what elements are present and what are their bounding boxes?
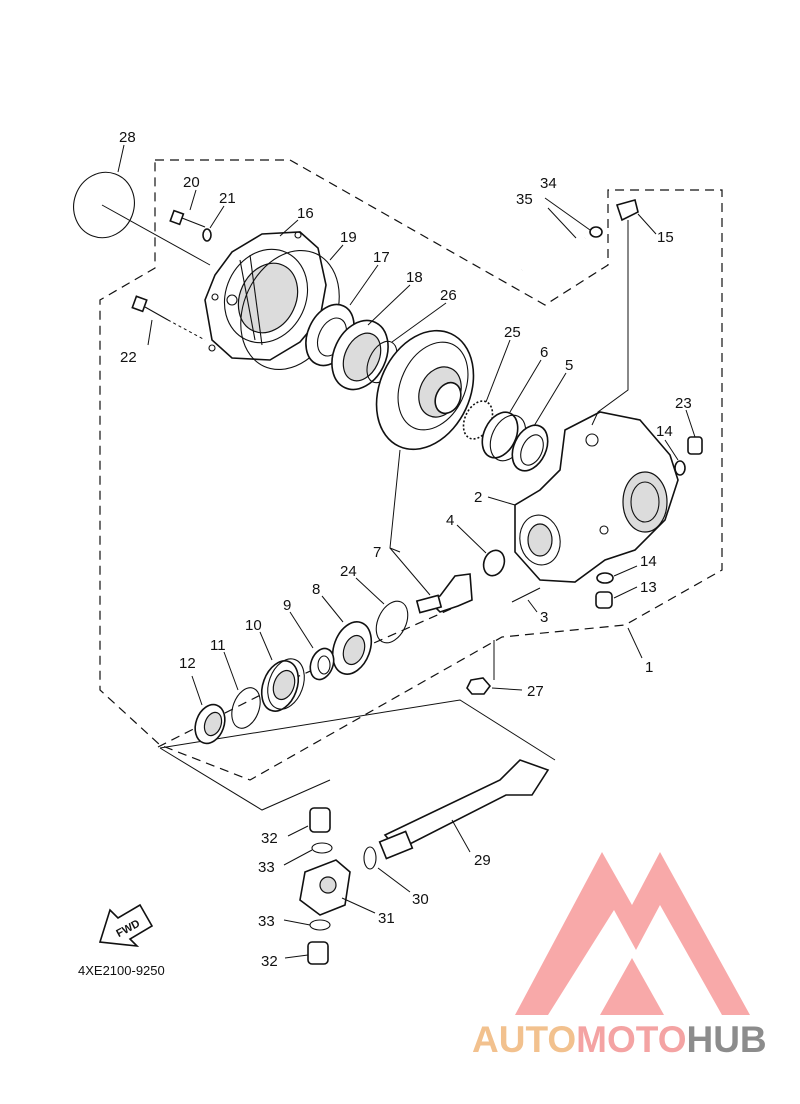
washer-21 xyxy=(202,228,212,242)
diagram-code: 4XE2100-9250 xyxy=(78,963,165,978)
callout-22: 22 xyxy=(120,349,137,366)
callout-2: 2 xyxy=(474,489,482,506)
circlip-33-bottom xyxy=(309,919,331,931)
callout-31: 31 xyxy=(378,910,395,927)
callout-30: 30 xyxy=(412,891,429,908)
callout-9: 9 xyxy=(283,597,291,614)
universal-joint-31 xyxy=(299,859,351,916)
callout-19: 19 xyxy=(340,229,357,246)
callout-20: 20 xyxy=(183,174,200,191)
watermark-word-auto: AUTO xyxy=(472,1019,576,1060)
callout-32-top: 32 xyxy=(261,830,278,847)
bearing-cup-32-top xyxy=(309,807,331,833)
watermark-text: AUTOMOTOHUB xyxy=(472,1019,767,1060)
callout-8: 8 xyxy=(312,581,320,598)
bearing-cup-32-bottom xyxy=(307,941,329,965)
watermark-logo xyxy=(515,852,750,1015)
callout-12: 12 xyxy=(179,655,196,672)
callout-26: 26 xyxy=(440,287,457,304)
gasket-14-lower xyxy=(596,572,614,584)
callout-7: 7 xyxy=(373,544,381,561)
bearing-18 xyxy=(331,319,389,391)
callouts: 28 20 21 16 19 17 18 26 22 25 6 5 34 35 … xyxy=(119,129,692,970)
svg-text:AUTOMOTOHUB: AUTOMOTOHUB xyxy=(472,1019,767,1060)
oil-seal-12 xyxy=(194,703,226,745)
breather-hose-35 xyxy=(520,235,587,273)
bolt-22 xyxy=(131,295,206,341)
ring-gear-7 xyxy=(375,329,475,451)
breather-joint-15 xyxy=(591,199,639,426)
drain-plug-13 xyxy=(595,591,613,609)
bolt-20 xyxy=(169,209,206,228)
callout-33-bottom: 33 xyxy=(258,913,275,930)
callout-14-upper: 14 xyxy=(656,423,673,440)
ring-nut-10 xyxy=(260,658,305,712)
oil-seal-5 xyxy=(511,424,549,472)
collar-9 xyxy=(309,647,335,681)
callout-14-lower: 14 xyxy=(640,553,657,570)
bearing-8 xyxy=(331,621,373,675)
pinion-gear-7b xyxy=(415,573,473,614)
callout-10: 10 xyxy=(245,617,262,634)
fwd-arrow-icon: FWD xyxy=(98,903,154,948)
collar-4 xyxy=(482,549,506,577)
callout-24: 24 xyxy=(340,563,357,580)
watermark-word-moto: MOTO xyxy=(576,1019,686,1060)
callout-29: 29 xyxy=(474,852,491,869)
callout-21: 21 xyxy=(219,190,236,207)
callout-17: 17 xyxy=(373,249,390,266)
nut-27 xyxy=(466,677,492,695)
callout-23: 23 xyxy=(675,395,692,412)
watermark-word-hub: HUB xyxy=(686,1019,766,1060)
callout-25: 25 xyxy=(504,324,521,341)
filler-plug-23 xyxy=(687,436,703,455)
callout-6: 6 xyxy=(540,344,548,361)
callout-5: 5 xyxy=(565,357,573,374)
drive-shaft-29 xyxy=(378,759,550,860)
o-ring-28 xyxy=(73,171,211,266)
callout-15: 15 xyxy=(657,229,674,246)
callout-1: 1 xyxy=(645,659,653,676)
callout-4: 4 xyxy=(446,512,454,529)
callout-33-top: 33 xyxy=(258,859,275,876)
callout-28: 28 xyxy=(119,129,136,146)
leader-lines xyxy=(117,144,696,959)
callout-16: 16 xyxy=(297,205,314,222)
callout-27: 27 xyxy=(527,683,544,700)
shim-24 xyxy=(375,600,409,644)
stud-bolt-3 xyxy=(493,587,541,680)
circlip-30 xyxy=(363,846,377,870)
circlip-33-top xyxy=(311,842,333,854)
final-drive-case-1 xyxy=(514,411,679,583)
callout-3: 3 xyxy=(540,609,548,626)
callout-13: 13 xyxy=(640,579,657,596)
callout-34: 34 xyxy=(540,175,557,192)
callout-18: 18 xyxy=(406,269,423,286)
callout-11: 11 xyxy=(210,637,226,654)
callout-32-bottom: 32 xyxy=(261,953,278,970)
callout-35: 35 xyxy=(516,191,533,208)
gasket-14-upper xyxy=(674,460,686,476)
shaft-outline xyxy=(159,699,556,811)
clip-34 xyxy=(589,226,603,238)
o-ring-11 xyxy=(231,687,261,729)
